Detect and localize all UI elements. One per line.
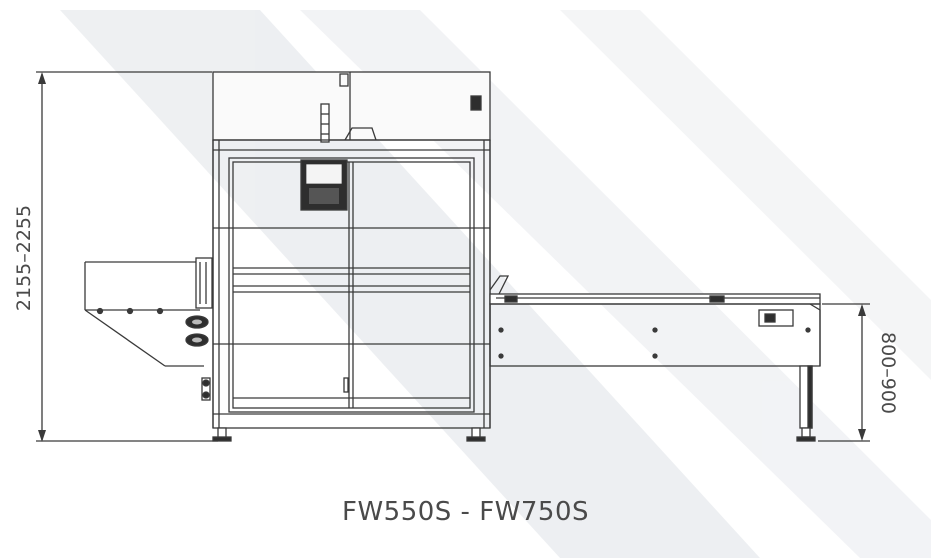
model-caption: FW550S - FW750S: [342, 497, 589, 527]
background-sheen: [60, 10, 931, 558]
top-cabinet: [212, 71, 491, 143]
machine-feet: [212, 427, 486, 442]
table-height-dimension-label: 800–900: [877, 332, 899, 414]
main-frame: [212, 139, 491, 429]
height-dimension-label: 2155–2255: [13, 205, 35, 311]
outfeed-conveyor: [489, 275, 821, 442]
infeed-section: [84, 257, 213, 401]
control-panel: [300, 159, 348, 211]
height-dimension: [36, 71, 218, 442]
table-height-dimension: [818, 303, 870, 442]
